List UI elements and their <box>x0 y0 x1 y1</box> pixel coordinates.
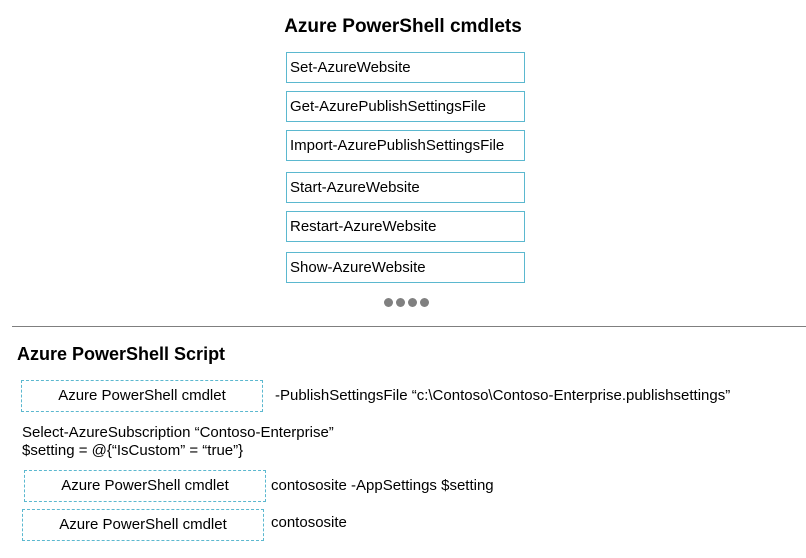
dot-icon <box>384 298 393 307</box>
cmdlets-panel-title: Azure PowerShell cmdlets <box>284 16 522 37</box>
cmdlet-option-set-azurewebsite[interactable]: Set-AzureWebsite <box>286 52 525 83</box>
script-line-2: Select-AzureSubscription “Contoso-Enterp… <box>22 424 334 441</box>
answer-slot-3[interactable]: Azure PowerShell cmdlet <box>22 509 264 541</box>
cmdlet-option-get-azurepublishsettingsfile[interactable]: Get-AzurePublishSettingsFile <box>286 91 525 122</box>
cmdlet-option-start-azurewebsite[interactable]: Start-AzureWebsite <box>286 172 525 203</box>
answer-slot-2[interactable]: Azure PowerShell cmdlet <box>24 470 266 502</box>
dot-icon <box>420 298 429 307</box>
script-line-4-args: contososite -AppSettings $setting <box>271 477 494 494</box>
cmdlet-option-import-azurepublishsettingsfile[interactable]: Import-AzurePublishSettingsFile <box>286 130 525 161</box>
section-divider <box>12 326 806 327</box>
script-line-3: $setting = @{“IsCustom” = “true”} <box>22 442 244 459</box>
dot-icon <box>408 298 417 307</box>
script-panel-title: Azure PowerShell Script <box>17 344 226 364</box>
script-line-5-args: contososite <box>271 514 347 531</box>
dot-icon <box>396 298 405 307</box>
cmdlet-option-show-azurewebsite[interactable]: Show-AzureWebsite <box>286 252 525 283</box>
cmdlet-option-restart-azurewebsite[interactable]: Restart-AzureWebsite <box>286 211 525 242</box>
script-line-1-args: -PublishSettingsFile “c:\Contoso\Contoso… <box>275 387 731 404</box>
answer-slot-1[interactable]: Azure PowerShell cmdlet <box>21 380 263 412</box>
more-items-indicator <box>384 298 429 307</box>
